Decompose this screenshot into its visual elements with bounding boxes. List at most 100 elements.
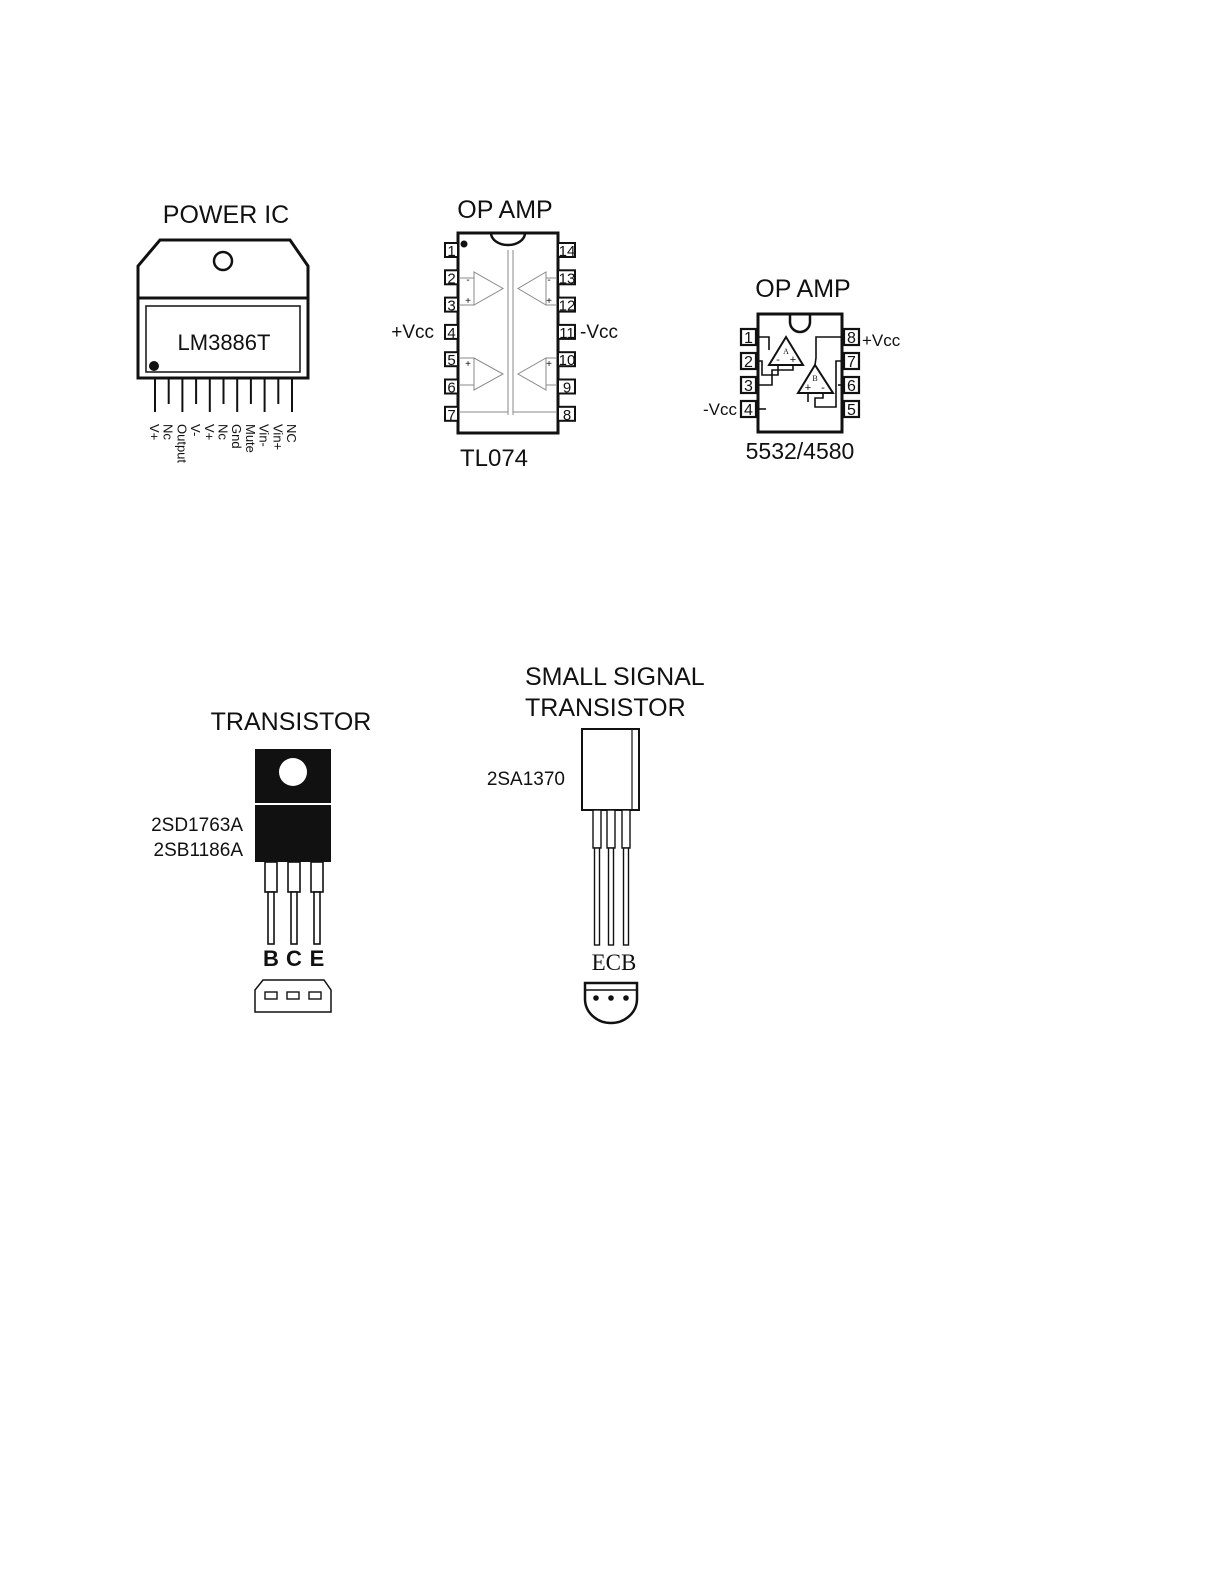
tl074-pin-number: 2 — [447, 270, 455, 287]
power-ic-pin-label: Vin- — [257, 424, 272, 447]
power-transistor-body — [255, 805, 331, 862]
tl074-pin-number: 5 — [447, 352, 455, 369]
power-ic-pin-label: Mute — [243, 424, 258, 453]
tl074-title: OP AMP — [457, 196, 552, 224]
power-transistor-leg-lower — [291, 892, 297, 944]
tl074-polarity-mark: + — [465, 359, 471, 370]
tl074-vcc-neg-label: -Vcc — [580, 322, 618, 343]
op8-vcc-neg-label: -Vcc — [703, 400, 738, 419]
op8-pin-number: 1 — [744, 330, 753, 347]
power-ic-pin-label: V+ — [202, 424, 217, 440]
tl074-pin-number: 11 — [559, 325, 575, 342]
tl074-pin-number: 10 — [559, 352, 576, 369]
power-ic-part-label: LM3886T — [178, 330, 271, 355]
tl074-pin-number: 14 — [559, 243, 576, 260]
tl074-pin-number: 4 — [447, 325, 455, 342]
small-transistor-body — [582, 729, 639, 810]
op8-amp-a-minus: - — [776, 354, 780, 366]
power-transistor-footprint-pad — [265, 992, 277, 999]
small-transistor-pinout: ECB — [592, 950, 637, 975]
tl074-amp-right — [518, 358, 546, 390]
small-transistor-leg-upper — [622, 810, 630, 848]
tl074-pin-number: 9 — [563, 380, 571, 397]
power-transistor-pin-e: E — [310, 946, 325, 971]
op8-notch — [790, 314, 810, 332]
tl074-pin-number: 13 — [559, 270, 576, 287]
op8-pin-number: 8 — [847, 330, 856, 347]
power-transistor-legs — [265, 862, 323, 944]
small-transistor-footprint — [585, 983, 637, 1023]
tl074-amp-left — [474, 272, 503, 305]
power-ic-mounting-hole — [214, 252, 232, 270]
op8-wire — [815, 361, 842, 407]
tl074-polarity-mark: - — [466, 275, 469, 286]
op8-pin-number: 4 — [744, 402, 753, 419]
small-transistor-pad-c — [608, 995, 614, 1001]
power-ic-pin-label: Nc — [161, 424, 176, 440]
small-transistor-legs — [593, 810, 630, 945]
power-ic-pin-label: Nc — [216, 424, 231, 440]
power-ic-pin-label: Output — [174, 424, 189, 463]
op8-amp-b-minus: - — [821, 382, 825, 394]
power-transistor-title: TRANSISTOR — [211, 708, 372, 736]
power-transistor-leg-lower — [314, 892, 320, 944]
power-transistor-footprint-pad — [287, 992, 299, 999]
small-transistor-diagram: SMALL SIGNAL TRANSISTOR 2SA1370 ECB — [487, 663, 705, 1023]
small-transistor-pad-e — [593, 995, 599, 1001]
power-transistor-part1: 2SD1763A — [151, 815, 243, 836]
op8-pin-number: 6 — [847, 378, 856, 395]
op8-pin-number: 7 — [847, 354, 856, 371]
op8-amp-b-plus: + — [805, 382, 811, 394]
tl074-pin-number: 1 — [447, 243, 455, 260]
power-transistor-leg-upper — [265, 862, 277, 892]
op8-wire — [758, 337, 769, 350]
tl074-polarity-mark: - — [547, 275, 550, 286]
small-transistor-title-line1: SMALL SIGNAL — [525, 663, 705, 691]
power-ic-pin1-dot — [149, 361, 159, 371]
power-transistor-leg-upper — [311, 862, 323, 892]
tl074-amp-left — [474, 358, 503, 390]
op8-title: OP AMP — [755, 275, 850, 303]
power-ic-diagram: POWER IC LM3886T V+NcOutputV-V+NcGndMute… — [138, 201, 308, 463]
tl074-pin1-dot — [461, 241, 468, 248]
op8-amp-a-label: A — [783, 347, 789, 356]
power-ic-title: POWER IC — [163, 201, 289, 229]
small-transistor-title-line2: TRANSISTOR — [525, 694, 686, 722]
power-ic-pin-label: Gnd — [229, 424, 244, 449]
tl074-polarity-mark: + — [546, 359, 552, 370]
tl074-internal-amplifiers: -++--++- — [458, 250, 558, 415]
op8-pin-number: 5 — [847, 402, 856, 419]
tl074-pin-number: 6 — [447, 380, 455, 397]
tl074-pin-number: 8 — [563, 407, 571, 424]
power-transistor-diagram: TRANSISTOR 2SD1763A 2SB1186A B C E — [151, 708, 371, 1012]
power-transistor-part2: 2SB1186A — [154, 840, 244, 861]
op8-part-label: 5532/4580 — [746, 438, 855, 464]
small-transistor-leg-lower — [624, 848, 629, 945]
op8-vcc-pos-label: +Vcc — [862, 331, 901, 350]
tl074-pin-number: 12 — [559, 298, 576, 315]
small-transistor-leg-lower — [595, 848, 600, 945]
op8-amp-a-plus: + — [790, 354, 796, 366]
op8-internal-amplifiers: A-+B+- — [758, 337, 842, 409]
power-transistor-footprint-pad — [309, 992, 321, 999]
small-transistor-leg-lower — [609, 848, 614, 945]
power-transistor-footprint-pads — [265, 992, 321, 999]
power-ic-pin-label: NC — [284, 424, 299, 443]
tl074-vcc-pos-label: +Vcc — [391, 322, 434, 343]
power-transistor-mounting-hole — [279, 758, 307, 786]
tl074-pin-number: 3 — [447, 298, 455, 315]
tl074-part-label: TL074 — [460, 445, 528, 472]
small-transistor-part-label: 2SA1370 — [487, 769, 565, 790]
power-transistor-leg-lower — [268, 892, 274, 944]
power-transistor-footprint — [255, 980, 331, 1012]
tl074-amp-right — [518, 272, 546, 305]
power-transistor-leg-upper — [288, 862, 300, 892]
op8-pin-number: 3 — [744, 378, 753, 395]
power-ic-pin-label: V- — [188, 424, 203, 436]
tl074-pin-number: 7 — [447, 407, 455, 424]
